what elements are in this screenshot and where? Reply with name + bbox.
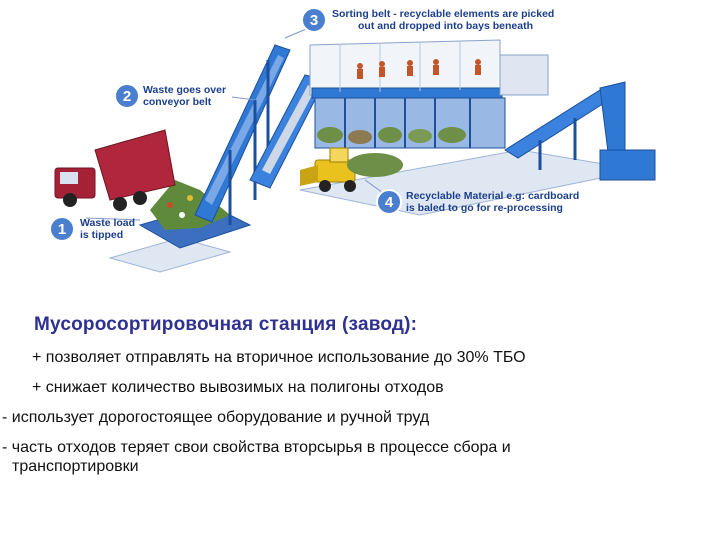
baler-conveyor bbox=[504, 81, 656, 181]
item-text: позволяет отправлять на вторичное исполь… bbox=[45, 349, 526, 366]
item-continuation: транспортировки bbox=[12, 458, 139, 475]
step-label-line: out and dropped into bays beneath bbox=[358, 20, 533, 32]
step-label-line: conveyor belt bbox=[143, 96, 212, 108]
minus-marker: - bbox=[2, 439, 8, 456]
step-label-line: Sorting belt - recyclable elements are p… bbox=[332, 8, 554, 20]
item-text: часть отходов теряет свои свойства вторс… bbox=[11, 439, 511, 456]
step-callout-3: 3 Sorting belt - recyclable elements are… bbox=[301, 7, 554, 33]
sorting-bays bbox=[314, 97, 506, 149]
description-block: Мусоросортировочная станция (завод): + п… bbox=[2, 314, 710, 476]
step-number: 3 bbox=[310, 12, 318, 29]
step-number: 2 bbox=[123, 88, 131, 105]
minus-marker: - bbox=[2, 409, 8, 426]
plus-marker: + bbox=[32, 379, 42, 396]
item-text: снижает количество вывозимых на полигоны… bbox=[45, 379, 444, 396]
section-heading: Мусоросортировочная станция (завод): bbox=[34, 314, 418, 335]
disadvantage-item: - использует дорогостоящее оборудование … bbox=[2, 408, 710, 427]
step-label-line: Waste goes over bbox=[143, 84, 226, 96]
advantage-item: + снижает количество вывозимых на полиго… bbox=[32, 378, 710, 397]
feed-conveyor bbox=[194, 44, 291, 225]
step-callout-4: 4 Recyclable Material e.g: cardboard is … bbox=[376, 189, 579, 215]
plus-marker: + bbox=[32, 349, 42, 366]
sorting-workers bbox=[357, 59, 481, 79]
step-label-line: Waste load bbox=[80, 217, 135, 229]
step-number: 4 bbox=[385, 194, 394, 211]
advantage-item: + позволяет отправлять на вторичное испо… bbox=[32, 348, 710, 367]
dump-truck bbox=[54, 129, 176, 211]
step-number: 1 bbox=[58, 221, 66, 238]
front-loader bbox=[300, 147, 403, 192]
recycling-plant-illustration: 1 Waste load is tipped 2 Waste goes over… bbox=[49, 7, 656, 273]
step-callout-2: 2 Waste goes over conveyor belt bbox=[114, 83, 226, 109]
step-label-line: is baled to go for re-processing bbox=[406, 202, 563, 214]
step-label-line: is tipped bbox=[80, 229, 123, 241]
disadvantage-item: - часть отходов теряет свои свойства вто… bbox=[2, 438, 710, 457]
step-label-line: Recyclable Material e.g: cardboard bbox=[406, 190, 579, 202]
sorting-cabin bbox=[309, 39, 549, 99]
item-text: использует дорогостоящее оборудование и … bbox=[11, 409, 430, 426]
step-callout-1: 1 Waste load is tipped bbox=[49, 216, 135, 242]
